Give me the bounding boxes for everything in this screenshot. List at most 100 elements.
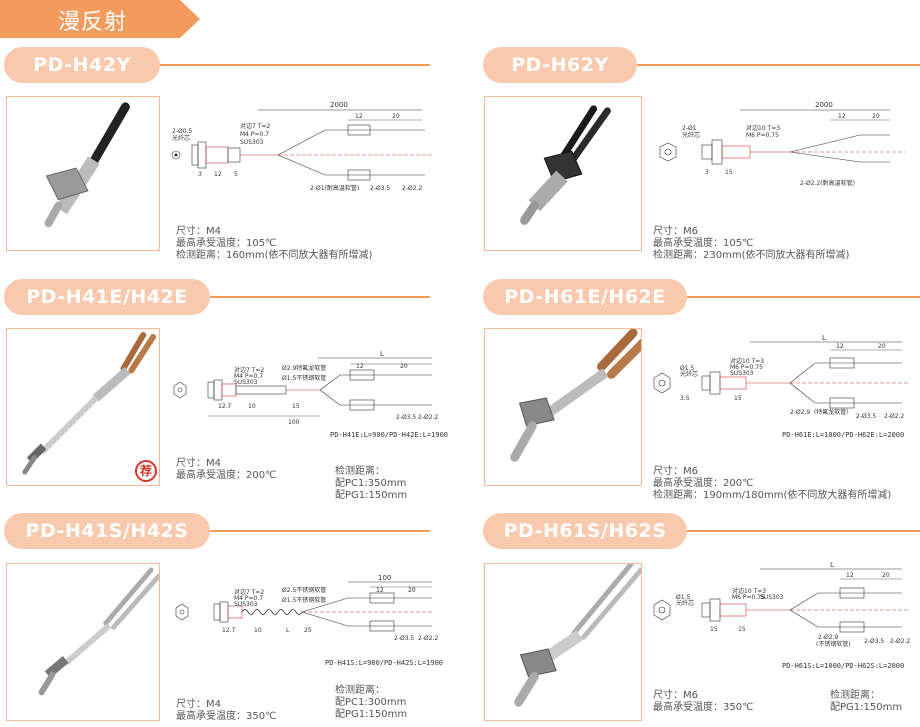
detection-pc1: 配PC1:350mm bbox=[335, 478, 407, 489]
spec-temperature: 最高承受温度：350℃ bbox=[176, 711, 277, 722]
recommended-badge: 荐 bbox=[135, 460, 157, 482]
svg-text:2-Ø3.5: 2-Ø3.5 bbox=[856, 413, 876, 420]
spec-detection-distance: 检测距离：190mm/180mm(依不同放大器有所增减) bbox=[653, 490, 892, 501]
detection-pg1: 配PG1:150mm bbox=[335, 490, 408, 501]
svg-text:2-Ø2.9: 2-Ø2.9 bbox=[818, 634, 838, 641]
svg-text:20: 20 bbox=[878, 343, 886, 350]
svg-text:L: L bbox=[380, 350, 384, 358]
svg-text:L: L bbox=[830, 561, 834, 569]
detection-pg1: 配PG1:150mm bbox=[830, 702, 903, 713]
technical-drawing-h41s: 100 对边7 T=2 M4 P=0.7 SUS303 Ø2.5不锈钢软管 Ø1… bbox=[170, 574, 440, 658]
svg-text:15: 15 bbox=[738, 626, 746, 633]
spec-temperature: 最高承受温度：105℃ bbox=[176, 238, 277, 249]
svg-text:SUS303: SUS303 bbox=[234, 601, 258, 608]
svg-text:Ø2.9特氟龙软管: Ø2.9特氟龙软管 bbox=[282, 364, 326, 372]
svg-text:Ø2.5不锈钢软管: Ø2.5不锈钢软管 bbox=[282, 586, 326, 594]
product-photo-h61e bbox=[484, 328, 642, 486]
svg-text:2-Ø1(耐高温软管): 2-Ø1(耐高温软管) bbox=[310, 184, 359, 192]
spec-list-h61s: 尺寸：M6 最高承受温度：350℃ bbox=[653, 690, 753, 714]
svg-text:2-Ø3.5: 2-Ø3.5 bbox=[864, 638, 884, 645]
svg-text:2-Ø2.2(耐高温软管): 2-Ø2.2(耐高温软管) bbox=[800, 179, 855, 187]
spec-size: 尺寸：M4 bbox=[176, 699, 221, 710]
product-title-h61e: PD-H61E/H62E bbox=[483, 279, 687, 315]
divider-rule bbox=[160, 64, 430, 66]
section-header: 漫反射 bbox=[0, 0, 200, 38]
product-photo-h41e bbox=[6, 328, 160, 486]
product-title-h41s: PD-H41S/H42S bbox=[4, 513, 210, 549]
svg-text:20: 20 bbox=[400, 363, 408, 370]
spec-detection-distance: 检测距离：230mm(依不同放大器有所增减) bbox=[653, 250, 850, 261]
svg-text:2-Ø3.5: 2-Ø3.5 bbox=[394, 635, 414, 642]
svg-text:12: 12 bbox=[356, 363, 364, 370]
svg-text:3: 3 bbox=[198, 171, 202, 178]
svg-text:2-Ø3.5: 2-Ø3.5 bbox=[370, 185, 390, 192]
svg-text:10: 10 bbox=[254, 627, 262, 634]
spec-temperature: 最高承受温度：200℃ bbox=[653, 478, 754, 489]
svg-text:25: 25 bbox=[304, 627, 312, 634]
svg-text:Ø1.5不锈钢软管: Ø1.5不锈钢软管 bbox=[282, 596, 326, 604]
svg-text:M6 P=0.75: M6 P=0.75 bbox=[732, 594, 765, 601]
svg-text:3.5: 3.5 bbox=[680, 395, 690, 402]
svg-text:20: 20 bbox=[872, 113, 880, 120]
svg-text:SUS303: SUS303 bbox=[234, 379, 258, 386]
spec-size: 尺寸：M4 bbox=[176, 226, 221, 237]
spec-size: 尺寸：M6 bbox=[653, 690, 698, 701]
technical-drawing-h62y: 2000 2-Ø1 光纤芯 对边10 T=3 M6 P=0.75 12 20 2… bbox=[650, 100, 910, 200]
svg-text:SUS303: SUS303 bbox=[760, 594, 784, 601]
technical-drawing-h61e: L Ø1.5 光纤芯 对边10 T=3 M6 P=0.75 SUS303 12 … bbox=[650, 334, 910, 428]
svg-text:(不锈钢软管): (不锈钢软管) bbox=[816, 640, 851, 648]
spec-size: 尺寸：M4 bbox=[176, 458, 221, 469]
spec-detection-distance: 检测距离：160mm(依不同放大器有所增减) bbox=[176, 250, 373, 261]
svg-text:2-Ø2.9（特氟龙软管）: 2-Ø2.9（特氟龙软管） bbox=[790, 408, 852, 416]
detection-list-h61s: 检测距离： 配PG1:150mm bbox=[830, 690, 902, 714]
technical-drawing-h42y: 2000 2-Ø0.5 光纤芯 对边7 T=2 M4 P=0.7 SUS303 … bbox=[170, 100, 440, 200]
detection-heading: 检测距离： bbox=[830, 690, 880, 701]
spec-list-h42y: 尺寸：M4 最高承受温度：105℃ 检测距离：160mm(依不同放大器有所增减) bbox=[176, 226, 372, 262]
svg-text:光纤芯: 光纤芯 bbox=[680, 370, 698, 378]
svg-text:12: 12 bbox=[376, 587, 384, 594]
product-title-h42y: PD-H42Y bbox=[4, 47, 160, 83]
svg-text:15: 15 bbox=[292, 403, 300, 410]
svg-text:2-Ø2.2: 2-Ø2.2 bbox=[890, 638, 910, 645]
spec-temperature: 最高承受温度：200℃ bbox=[176, 470, 277, 481]
detection-list-h41e: 检测距离： 配PC1:350mm 配PG1:150mm bbox=[335, 466, 407, 502]
product-title-h61s: PD-H61S/H62S bbox=[483, 513, 687, 549]
svg-text:光纤芯: 光纤芯 bbox=[676, 599, 694, 607]
spec-temperature: 最高承受温度：350℃ bbox=[653, 702, 754, 713]
svg-text:20: 20 bbox=[408, 587, 416, 594]
divider-rule bbox=[210, 530, 430, 532]
svg-text:12: 12 bbox=[355, 113, 363, 120]
svg-text:100: 100 bbox=[288, 419, 300, 426]
svg-text:L: L bbox=[822, 334, 826, 342]
svg-text:M4 P=0.7: M4 P=0.7 bbox=[234, 373, 263, 380]
svg-text:2-Ø2.2: 2-Ø2.2 bbox=[402, 185, 422, 192]
spec-list-h41e: 尺寸：M4 最高承受温度：200℃ bbox=[176, 458, 276, 482]
svg-text:2000: 2000 bbox=[330, 101, 348, 109]
svg-text:15: 15 bbox=[725, 169, 733, 176]
svg-text:12: 12 bbox=[214, 171, 222, 178]
svg-text:20: 20 bbox=[392, 113, 400, 120]
technical-drawing-h41e: L 对边7 T=2 M4 P=0.7 SUS303 Ø2.9特氟龙软管 Ø1.5… bbox=[170, 350, 440, 430]
svg-text:2-Ø2.2: 2-Ø2.2 bbox=[418, 414, 438, 421]
spec-list-h41s: 尺寸：M4 最高承受温度：350℃ bbox=[176, 699, 276, 723]
spec-size: 尺寸：M6 bbox=[653, 466, 698, 477]
technical-drawing-h61s: L Ø1.5 光纤芯 对边10 T=3 M6 P=0.75 SUS303 12 … bbox=[650, 561, 910, 663]
svg-text:SUS303: SUS303 bbox=[730, 370, 754, 377]
section-title: 漫反射 bbox=[58, 10, 128, 35]
product-photo-h61s bbox=[484, 563, 642, 721]
divider-rule bbox=[687, 296, 920, 298]
svg-text:12.7: 12.7 bbox=[218, 403, 232, 410]
svg-text:光纤芯: 光纤芯 bbox=[682, 131, 700, 139]
model-length-note-h41s: PD-H41S:L=900/PD-H42S:L=1900 bbox=[325, 659, 444, 667]
detection-heading: 检测距离： bbox=[335, 466, 385, 477]
svg-text:2-Ø2.2: 2-Ø2.2 bbox=[884, 413, 904, 420]
svg-text:对边7 T=2: 对边7 T=2 bbox=[234, 588, 264, 596]
product-photo-h42y bbox=[6, 96, 160, 251]
spec-list-h62y: 尺寸：M6 最高承受温度：105℃ 检测距离：230mm(依不同放大器有所增减) bbox=[653, 226, 849, 262]
model-length-note-h41e: PD-H41E:L=900/PD-H42E:L=1900 bbox=[330, 431, 449, 439]
svg-text:5: 5 bbox=[234, 171, 238, 178]
detection-pc1: 配PC1:300mm bbox=[335, 697, 407, 708]
svg-text:L: L bbox=[286, 627, 290, 634]
svg-text:对边10 T=3: 对边10 T=3 bbox=[730, 357, 764, 365]
svg-text:2-Ø1: 2-Ø1 bbox=[682, 125, 697, 132]
